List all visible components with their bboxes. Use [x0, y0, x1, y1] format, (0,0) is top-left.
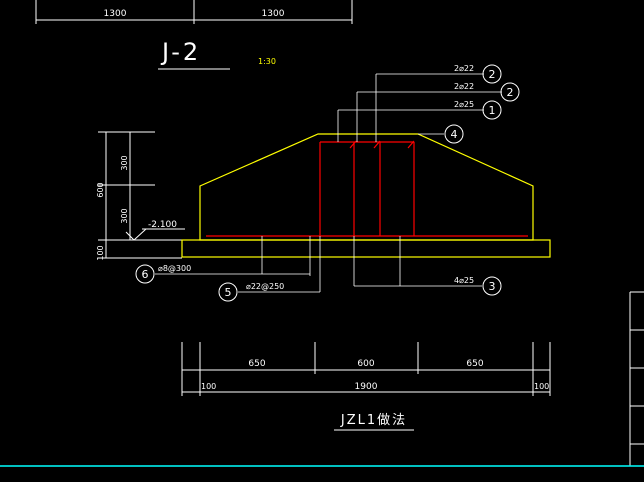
top-dim-left: 1300 [104, 9, 127, 19]
svg-text:⌀8@300: ⌀8@300 [158, 264, 191, 273]
top-dim-right: 1300 [262, 9, 285, 19]
section-title: J-2 [160, 38, 201, 66]
detail-caption: JZL1做法 [340, 413, 407, 428]
top-dimension [35, 0, 353, 24]
rebar-cage [206, 140, 528, 237]
svg-text:5: 5 [225, 286, 232, 299]
elevation-marker [125, 228, 185, 241]
dim-100: 100 [96, 245, 105, 260]
dim-600-mid: 600 [357, 359, 374, 369]
scale-label: 1:30 [258, 57, 276, 66]
callout-3: 3 4⌀25 [454, 276, 502, 296]
svg-text:1: 1 [489, 104, 496, 117]
svg-text:3: 3 [489, 280, 496, 293]
dim-300-upper: 300 [120, 155, 129, 170]
dim-300-lower: 300 [120, 208, 129, 223]
svg-text:2: 2 [489, 68, 496, 81]
callout-2a: 2 2⌀22 [454, 64, 502, 84]
dim-650-left: 650 [248, 359, 265, 369]
dim-100-left: 100 [201, 382, 216, 391]
elevation-label: -2.100 [148, 220, 177, 230]
title-block-fragment [629, 291, 644, 466]
svg-text:2: 2 [507, 86, 514, 99]
dim-600: 600 [96, 182, 105, 197]
callout-1: 1 2⌀25 [454, 100, 502, 120]
svg-text:2⌀22: 2⌀22 [454, 64, 474, 73]
svg-text:6: 6 [142, 268, 149, 281]
dim-1900: 1900 [355, 382, 378, 392]
svg-text:2⌀25: 2⌀25 [454, 100, 474, 109]
bottom-dimension [181, 342, 551, 396]
svg-text:4⌀25: 4⌀25 [454, 276, 474, 285]
callout-2b: 2 2⌀22 [454, 82, 520, 102]
callout-5: 5 ⌀22@250 [218, 282, 284, 302]
callout-6: 6 ⌀8@300 [135, 264, 191, 284]
leader-lines [155, 73, 502, 293]
dim-100-right: 100 [534, 382, 549, 391]
svg-text:2⌀22: 2⌀22 [454, 82, 474, 91]
left-dimension [98, 131, 182, 259]
base-slab [181, 239, 551, 258]
callout-4: 4 [444, 124, 464, 144]
svg-text:⌀22@250: ⌀22@250 [246, 282, 284, 291]
svg-text:4: 4 [451, 128, 458, 141]
dim-650-right: 650 [466, 359, 483, 369]
